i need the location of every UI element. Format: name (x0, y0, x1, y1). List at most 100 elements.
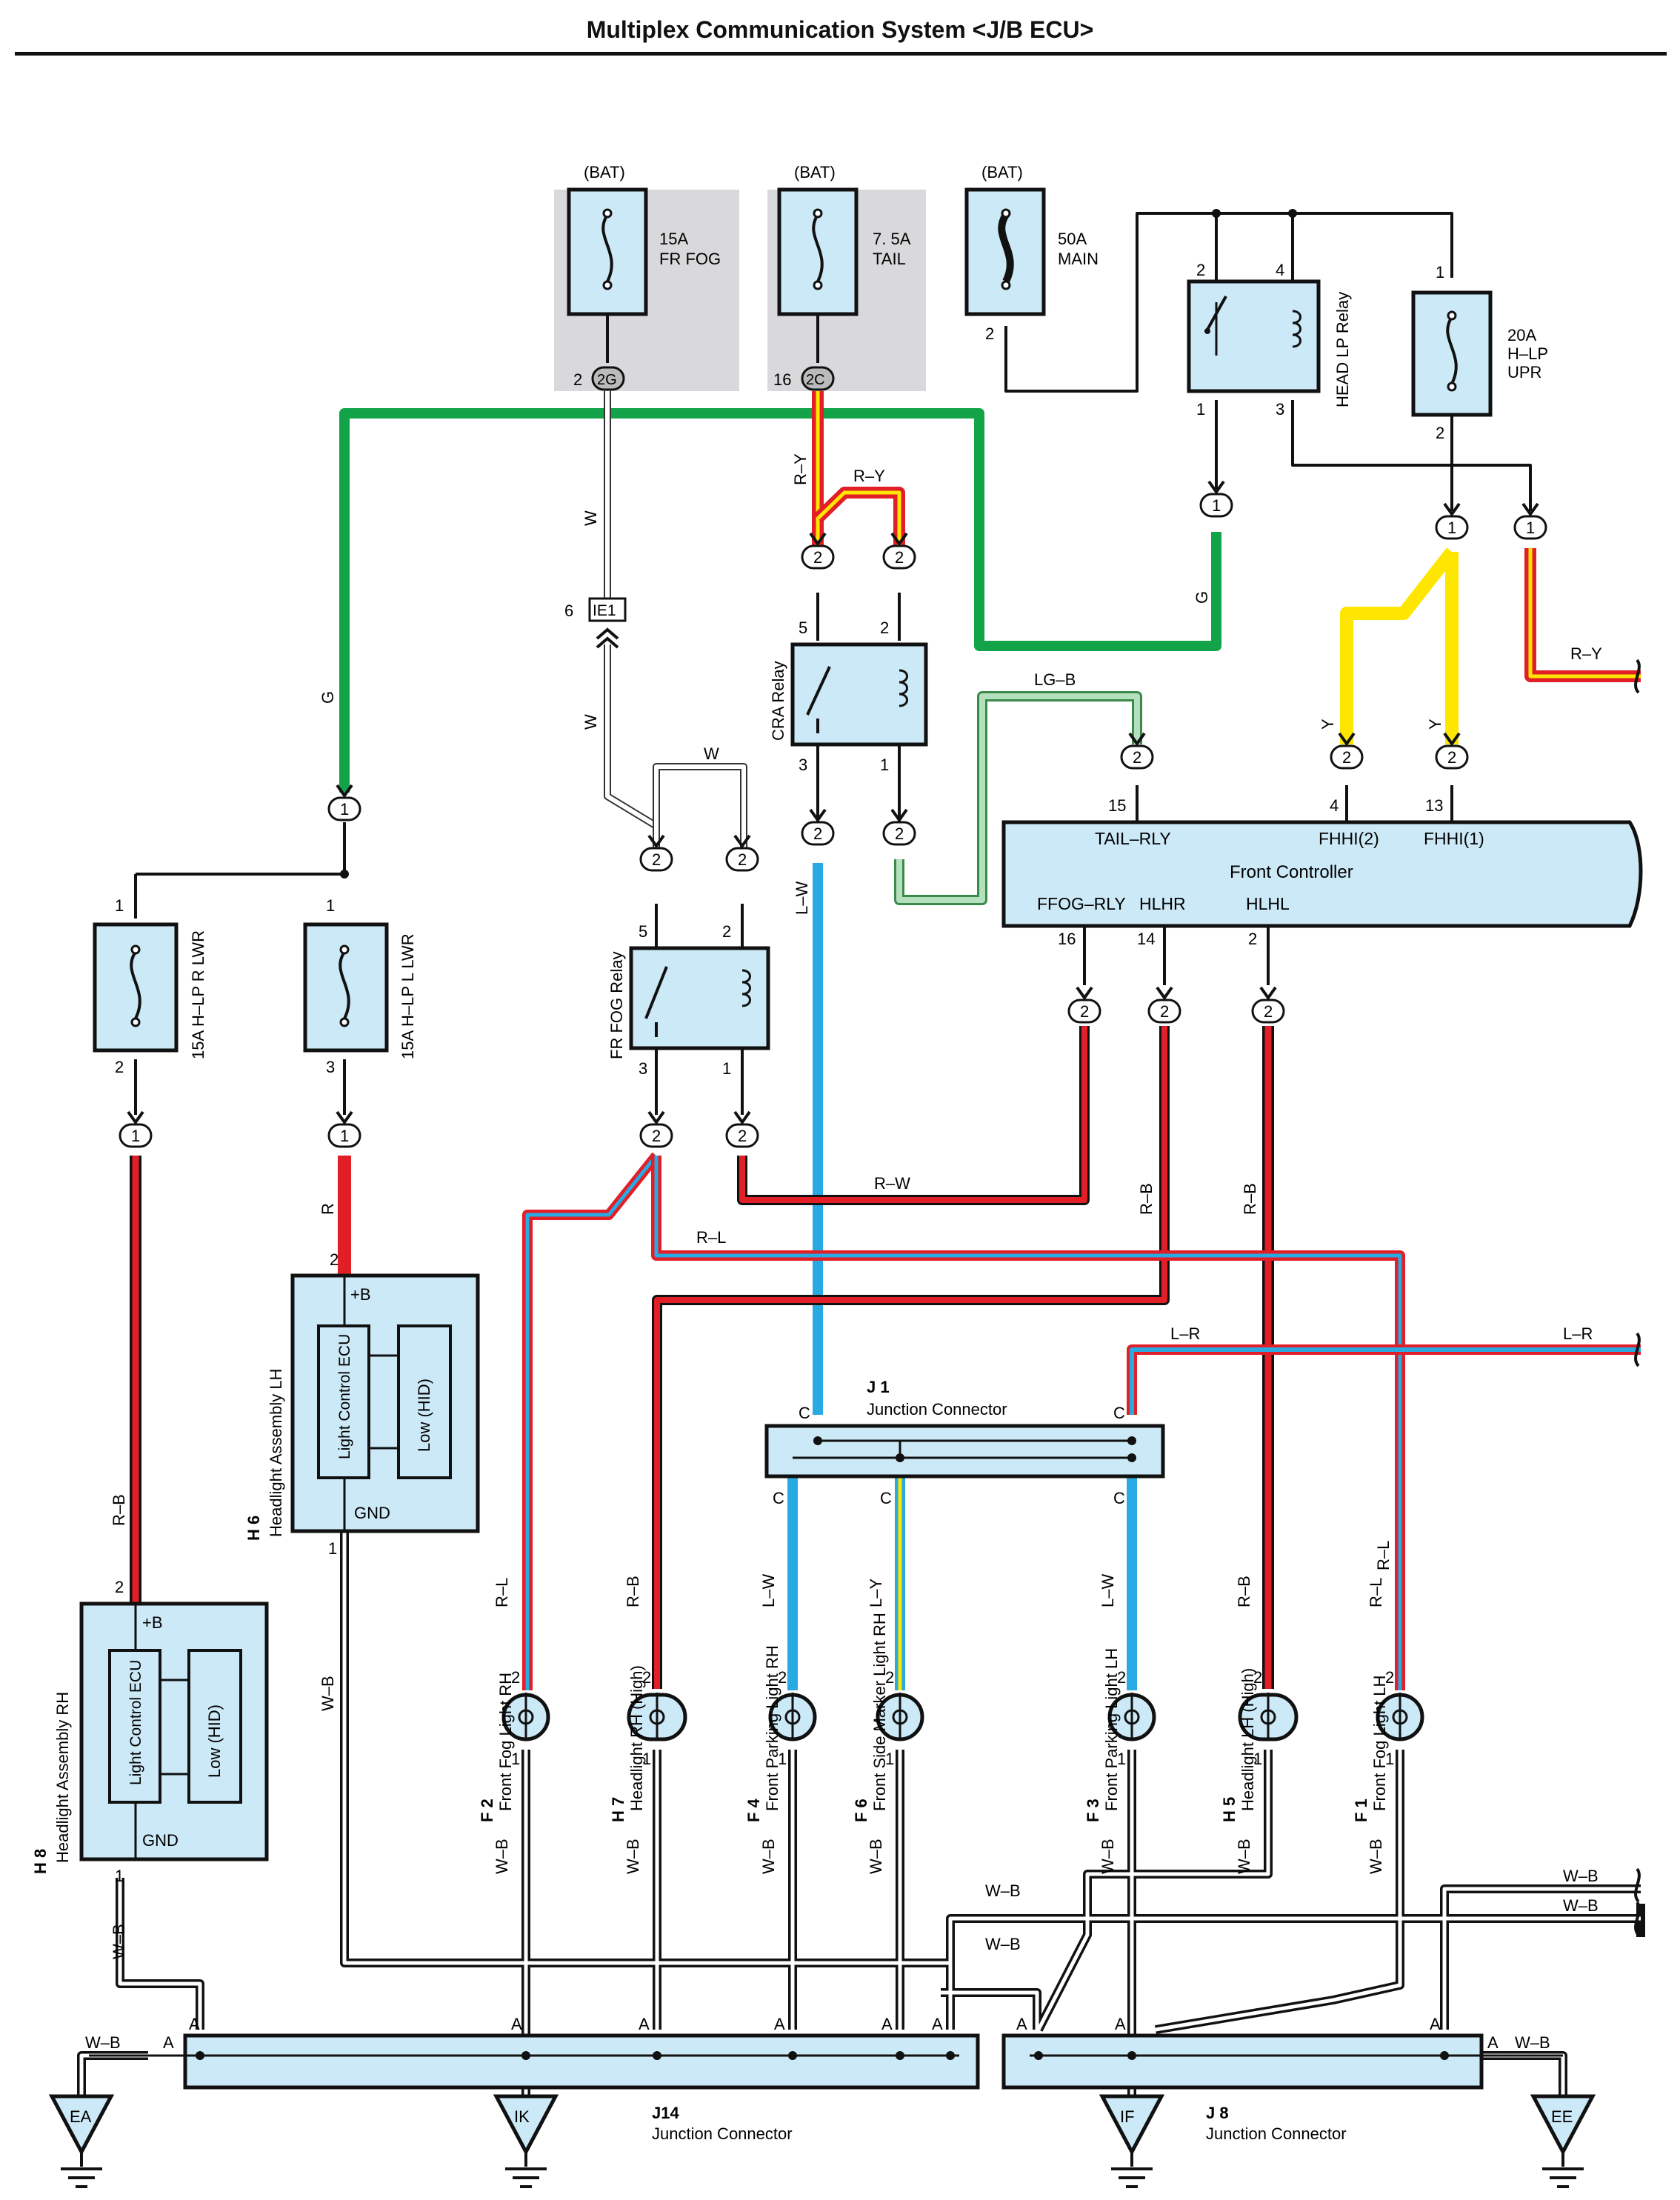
fc-hlhr-pin: 14 (1137, 930, 1155, 948)
fuse-h-lp-r-lwr: 15A H–LP R LWR 1 2 (93, 896, 207, 1076)
fuse-main-source: (BAT) (981, 163, 1023, 181)
wire-label-w-relay: W (704, 744, 719, 763)
wire-continuation-mark (1634, 1332, 1641, 1367)
fuse-h-lp-upr-name2: UPR (1507, 363, 1541, 381)
h8-pin-top: 2 (115, 1578, 124, 1596)
connector-2g-pin: 2 (573, 370, 582, 389)
j8-a3: A (1430, 2015, 1441, 2033)
connector-oval-pin: 2 (1264, 1002, 1273, 1021)
wire-continuation-mark (1634, 1901, 1641, 1936)
connector-ie1: IE1 6 (564, 597, 627, 649)
wire-label-rl: R–L (696, 1228, 726, 1247)
lamp-code: F 3 (1084, 1799, 1102, 1822)
j14-a1: A (189, 2015, 200, 2033)
lamp-lower-wire: W–B (1367, 1839, 1385, 1874)
lamp-code: H 7 (609, 1797, 627, 1822)
fuse-h-lp-r-lwr-label: 15A H–LP R LWR (189, 930, 207, 1059)
ground-ea: EA (48, 2094, 115, 2188)
relay-head-lp-pin-1: 1 (1196, 400, 1205, 419)
fuse-h-lp-upr-name: H–LP (1507, 344, 1548, 363)
lamp-upper-wire: R–L (1367, 1578, 1385, 1607)
fuse-tail-name: TAIL (873, 250, 906, 268)
fuse-fr-fog-amp: 15A (659, 230, 688, 248)
connector-oval: 2 (1251, 986, 1285, 1024)
connector-oval: 2 (725, 1110, 759, 1148)
wire-label-wb-r1: W–B (1563, 1867, 1599, 1885)
fuse-fr-fog-source: (BAT) (584, 163, 625, 181)
h8-low: Low (HID) (205, 1704, 224, 1778)
relay-fr-fog-pin-2: 2 (722, 922, 731, 941)
lamp-pin-bottom: 1 (511, 1750, 520, 1768)
j1-pin-c-bm: C (880, 1489, 892, 1507)
lamp-pin-bottom: 1 (642, 1750, 651, 1768)
wire-label-lr-right: L–R (1563, 1324, 1593, 1343)
wire-continuation-mark (1634, 659, 1641, 694)
fuse-h-lp-upr-amp: 20A (1507, 326, 1536, 344)
wire-label-lgb: LG–B (1034, 670, 1076, 689)
h6-plus: +B (350, 1285, 371, 1304)
lamp-code: F 1 (1352, 1799, 1370, 1822)
lamp-lower-wire: W–B (1099, 1839, 1117, 1874)
wire-label-rl-f1: R–L (1374, 1541, 1393, 1570)
fuse-fr-fog-name: FR FOG (659, 250, 721, 268)
lamp-name: Front Parking Light LH (1102, 1648, 1121, 1811)
lamp-lower-wire: W–B (1235, 1839, 1253, 1874)
ground-label: IF (1120, 2107, 1135, 2126)
h6-gnd: GND (354, 1504, 390, 1522)
front-controller-name: Front Controller (1230, 862, 1353, 882)
fc-hlhl-pin: 2 (1248, 930, 1257, 948)
lamp-pin-top: 2 (885, 1668, 894, 1687)
relay-cra-pin-2: 2 (880, 619, 889, 637)
fuse-h-lp-l-lwr: 15A H–LP L LWR 1 3 (303, 896, 417, 1076)
wire-label-rb-h8: R–B (110, 1494, 128, 1526)
wire-label-wb-ee: W–B (1515, 2033, 1550, 2052)
lamp-pin-bottom: 1 (1385, 1750, 1394, 1768)
wire-lgb (894, 691, 1142, 905)
j14-a3: A (639, 2015, 650, 2033)
h6-low: Low (HID) (415, 1379, 433, 1452)
j1-code: J 1 (867, 1378, 890, 1396)
junction-j14: J14 Junction Connector (89, 2033, 980, 2143)
wire-label-wb-h6: W–B (319, 1676, 337, 1711)
connector-oval-pin: 2 (1133, 748, 1141, 767)
fuse-main-name: MAIN (1058, 250, 1099, 268)
lamp-upper-wire: L–W (1099, 1574, 1117, 1607)
fc-fhhi1-pin: 13 (1425, 796, 1443, 815)
connector-oval-pin: 2 (895, 548, 904, 567)
connector-2g: 2G 2 (573, 366, 625, 391)
connector-oval: 2 (801, 532, 835, 570)
ground-label: EA (70, 2107, 92, 2126)
h8-code: H 8 (31, 1849, 50, 1874)
connector-oval: 2 (1330, 732, 1364, 770)
lamp-name: Headlight RH (High) (627, 1665, 646, 1811)
wire-main (1004, 212, 1532, 511)
j1-pin-c-left: C (799, 1404, 810, 1422)
connector-oval: 2 (1067, 986, 1101, 1024)
ground-ik: IK (493, 2094, 559, 2188)
lamp-upper-wire: R–B (624, 1576, 642, 1607)
wire-y (1340, 547, 1459, 744)
lamp-pin-top: 2 (778, 1668, 787, 1687)
wire-label-g-right: G (1193, 591, 1211, 604)
wire-rw (737, 1026, 1090, 1205)
h8-gnd: GND (142, 1831, 179, 1850)
relay-fr-fog: FR FOG Relay 5 2 3 1 (607, 922, 770, 1078)
h6-pin-top: 2 (330, 1250, 339, 1269)
junction-pin-labels: A A A A A A A A A A A (163, 2015, 1499, 2052)
fuse-h-lp-r-lwr-pin-bottom: 2 (115, 1058, 124, 1076)
wire-label-wb-r2: W–B (1563, 1896, 1599, 1915)
fuse-main-amp: 50A (1058, 230, 1087, 248)
wire-label-ry-vert: R–Y (791, 453, 810, 485)
relay-head-lp: HEAD LP Relay 2 4 1 3 (1187, 261, 1352, 419)
j1-pin-c-br: C (1113, 1489, 1125, 1507)
connector-oval-pin: 1 (340, 800, 349, 819)
connector-oval: 1 (327, 1110, 361, 1148)
